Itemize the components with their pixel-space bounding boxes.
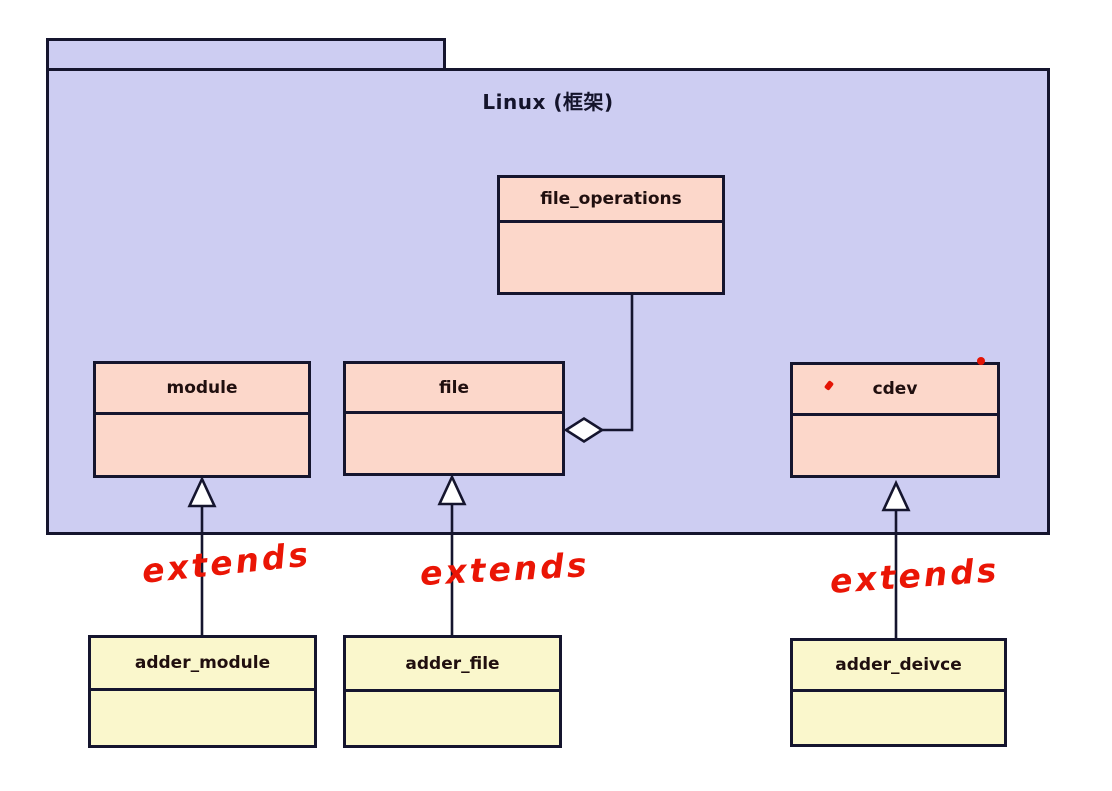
class-box-cdev: cdev: [790, 362, 1000, 478]
handwritten-extends-annotation: extends: [139, 534, 313, 591]
class-empty-compartment: [91, 691, 314, 745]
class-name-label: file_operations: [500, 178, 722, 223]
class-box-file: file: [343, 361, 565, 476]
class-empty-compartment: [793, 416, 997, 475]
package-tab: [46, 38, 446, 71]
class-name-label: adder_deivce: [793, 641, 1004, 692]
class-empty-compartment: [500, 223, 722, 292]
class-name-label: cdev: [793, 365, 997, 416]
package-title: Linux (框架): [482, 90, 614, 114]
class-box-adder-deivce: adder_deivce: [790, 638, 1007, 747]
class-empty-compartment: [96, 415, 308, 475]
class-name-label: adder_file: [346, 638, 559, 692]
class-box-adder-file: adder_file: [343, 635, 562, 748]
class-empty-compartment: [346, 692, 559, 745]
class-box-file-operations: file_operations: [497, 175, 725, 295]
red-pen-mark: [977, 357, 985, 365]
class-empty-compartment: [346, 414, 562, 473]
class-name-label: module: [96, 364, 308, 415]
class-name-label: adder_module: [91, 638, 314, 691]
class-name-label: file: [346, 364, 562, 414]
class-box-module: module: [93, 361, 311, 478]
class-box-adder-module: adder_module: [88, 635, 317, 748]
handwritten-extends-annotation: extends: [418, 545, 591, 593]
class-empty-compartment: [793, 692, 1004, 744]
handwritten-extends-annotation: extends: [828, 550, 1001, 601]
